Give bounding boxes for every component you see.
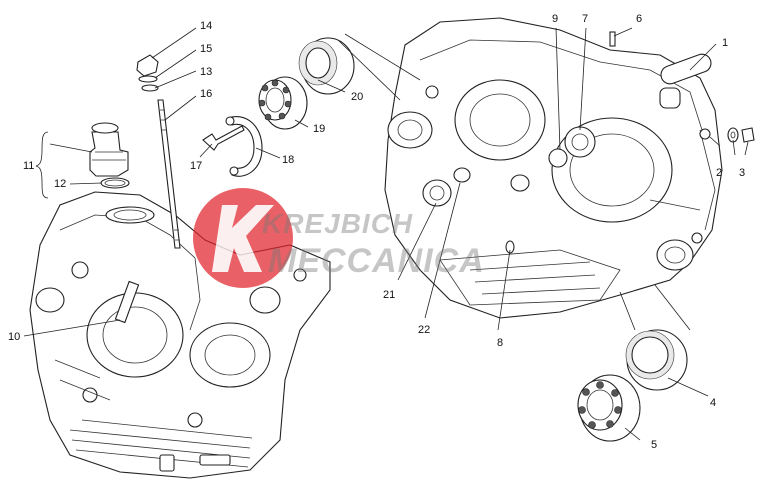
- callout-3: 3: [739, 167, 746, 179]
- stud-and-nut-assembly: [136, 54, 181, 249]
- callout-8: 8: [497, 337, 504, 349]
- callout-21: 21: [383, 289, 396, 301]
- callout-18: 18: [282, 154, 295, 166]
- callout-5: 5: [651, 439, 658, 451]
- callout-9: 9: [552, 13, 559, 25]
- callout-14: 14: [200, 20, 213, 32]
- leader-lines: [23, 27, 749, 441]
- screw-and-retaining-clip: [202, 116, 263, 177]
- callout-15: 15: [200, 43, 213, 55]
- callout-16: 16: [200, 88, 213, 100]
- watermark-text-krejbich: KREJBICH: [262, 208, 414, 239]
- seal-ring-4: [625, 329, 688, 391]
- ball-bearing-5: [577, 374, 641, 442]
- watermark-logo: [193, 188, 293, 288]
- oil-cap-assembly: [89, 122, 130, 189]
- callout-6: 6: [636, 13, 643, 25]
- callout-1: 1: [722, 37, 729, 49]
- callout-11: 11: [23, 160, 35, 172]
- watermark-text-meccanica: MECCANICA: [268, 242, 485, 280]
- callout-7: 7: [582, 13, 589, 25]
- callout-19: 19: [313, 123, 326, 135]
- callout-4: 4: [710, 397, 717, 409]
- callout-22: 22: [418, 324, 431, 336]
- callout-13: 13: [200, 66, 213, 78]
- bearing-race-20: [298, 37, 355, 95]
- callout-2: 2: [716, 167, 723, 179]
- ball-bearing-19: [258, 76, 308, 130]
- washer-and-bolt-2-3: [727, 127, 755, 143]
- callout-20: 20: [351, 91, 364, 103]
- callout-12: 12: [54, 178, 67, 190]
- callout-17: 17: [190, 160, 203, 172]
- callout-10: 10: [8, 331, 21, 343]
